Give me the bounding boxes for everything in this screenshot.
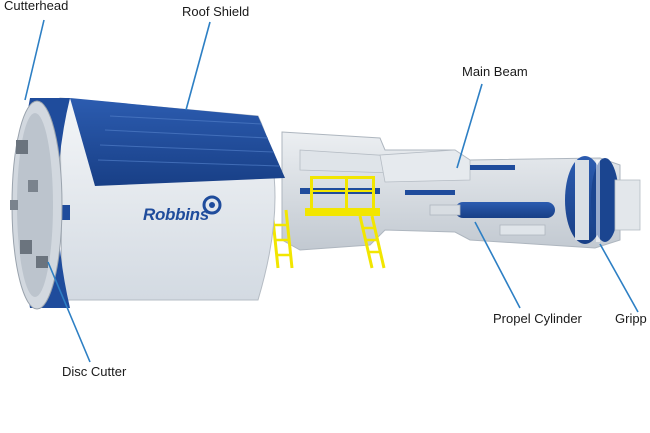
label-gripper: Gripp bbox=[615, 311, 647, 326]
leader-line-disc-cutter bbox=[47, 261, 91, 363]
leader-line-propel-cylinder bbox=[474, 221, 521, 309]
leader-lines bbox=[24, 19, 639, 363]
leader-line-gripper bbox=[599, 243, 639, 313]
disc-cutter-mark bbox=[10, 200, 18, 210]
gripper-assembly bbox=[565, 156, 641, 244]
label-disc-cutter: Disc Cutter bbox=[62, 364, 127, 379]
robbins-logo-icon bbox=[202, 195, 222, 215]
leader-line-roof-shield bbox=[185, 21, 211, 111]
leader-line-main-beam bbox=[456, 83, 483, 169]
leader-line-cutterhead bbox=[24, 19, 45, 101]
label-propel-cylinder: Propel Cylinder bbox=[493, 311, 582, 326]
disc-cutter-mark bbox=[16, 140, 28, 154]
disc-cutter-mark bbox=[36, 256, 48, 268]
cutterhead bbox=[10, 98, 70, 310]
main-beam-structure bbox=[281, 131, 621, 251]
label-cutterhead: Cutterhead bbox=[4, 0, 69, 13]
label-main-beam: Main Beam bbox=[462, 64, 528, 79]
disc-cutter-mark bbox=[20, 240, 32, 254]
propel-cylinder bbox=[429, 202, 555, 236]
roof-shield-plate bbox=[70, 98, 285, 186]
disc-cutter-mark bbox=[28, 180, 38, 192]
label-roof-shield: Roof Shield bbox=[182, 4, 250, 19]
robbins-logo-text: Robbins bbox=[143, 205, 209, 224]
front-shield-body bbox=[26, 97, 285, 301]
